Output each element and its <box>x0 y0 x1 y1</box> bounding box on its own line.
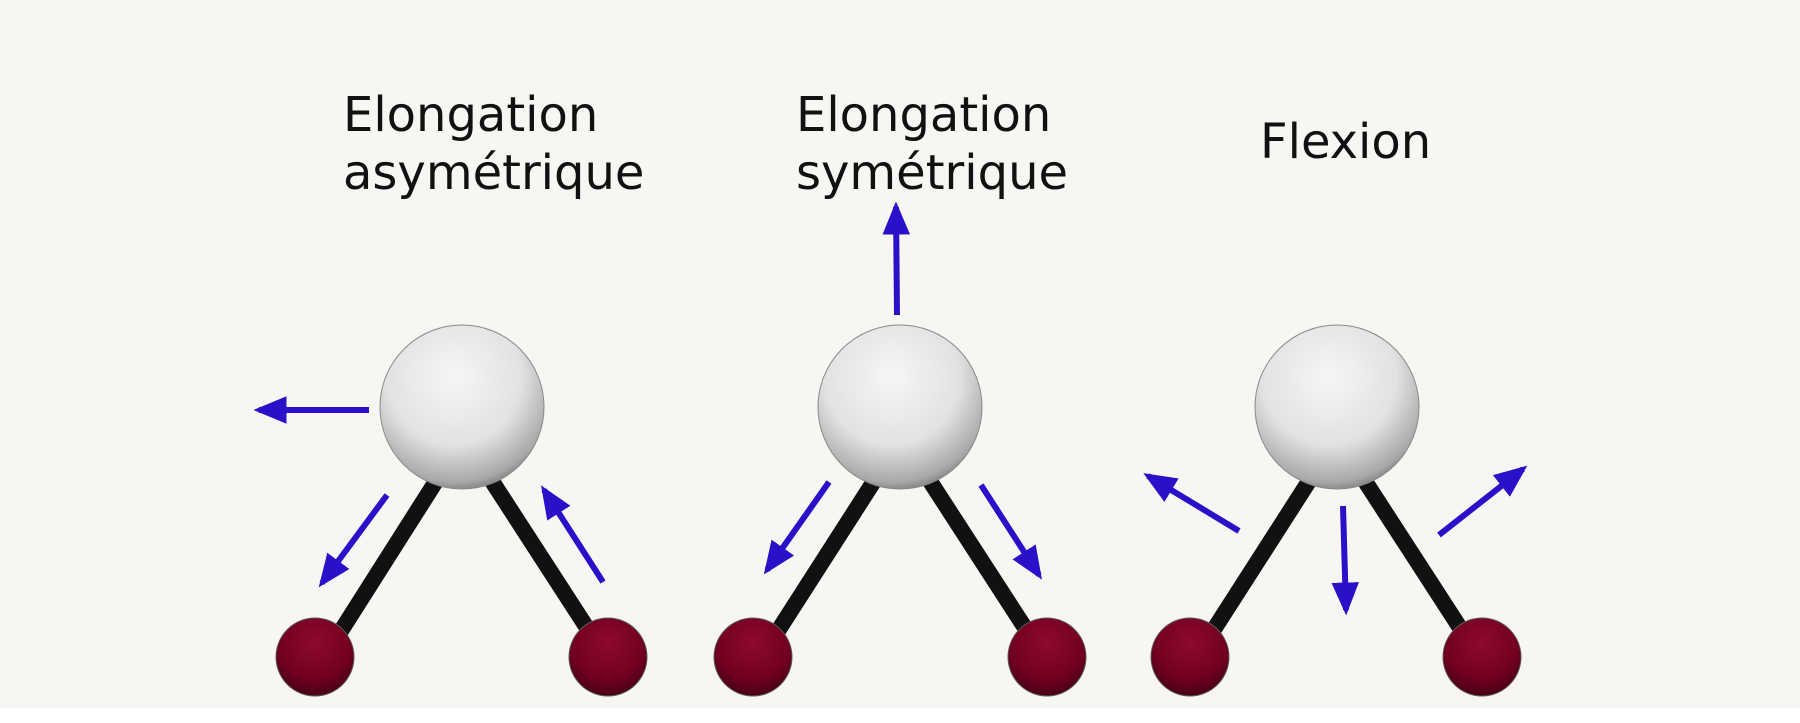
displacement-arrow-center <box>1331 505 1359 616</box>
outer-atom-right <box>568 617 648 697</box>
panel-2-title-line-1: Elongation <box>796 87 1052 143</box>
displacement-arrow-right <box>541 485 606 584</box>
displacement-arrow-left <box>763 480 832 575</box>
molecule-1 <box>253 324 648 697</box>
outer-atom-right <box>1007 617 1087 697</box>
bond-left <box>331 467 448 642</box>
outer-atom-left <box>1150 617 1230 697</box>
bond-right <box>480 467 599 642</box>
molecule-3 <box>1143 324 1528 697</box>
bond-right <box>1353 467 1472 642</box>
displacement-arrow-left <box>318 493 390 588</box>
displacement-arrow-center <box>882 201 911 316</box>
central-atom <box>1254 324 1420 490</box>
bond-left <box>768 467 886 642</box>
outer-atom-left <box>275 617 355 697</box>
bottom-strip <box>0 708 1800 723</box>
panel-1-title-line-2: asymétrique <box>343 145 645 201</box>
central-atom <box>379 324 545 490</box>
bond-right <box>918 467 1037 642</box>
outer-atom-left <box>713 617 793 697</box>
panel-2-title-line-2: symétrique <box>796 145 1069 201</box>
displacement-arrow-left <box>1143 473 1241 534</box>
outer-atom-right <box>1442 617 1522 697</box>
displacement-arrow-right <box>1437 465 1528 538</box>
panel-1-title-line-1: Elongation <box>343 87 599 143</box>
displacement-arrow-right <box>978 483 1042 580</box>
molecule-2 <box>713 201 1087 697</box>
central-atom <box>817 324 983 490</box>
panel-3-title: Flexion <box>1260 114 1432 170</box>
bond-left <box>1203 467 1321 642</box>
